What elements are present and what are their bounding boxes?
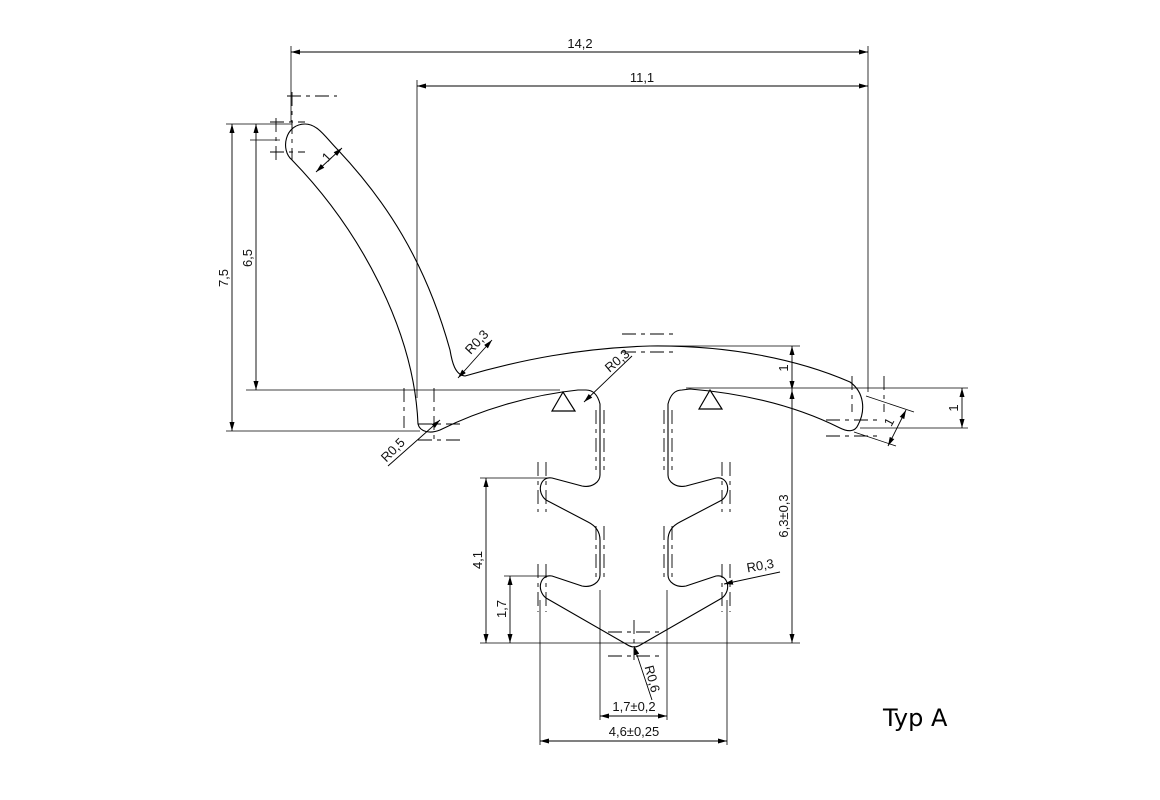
dim-radius-barb: R0,3 [745, 556, 775, 576]
dim-barb-width: 4,6±0,25 [609, 724, 660, 739]
dim-height-lip: 6,5 [240, 249, 255, 267]
dim-width-total: 14,2 [567, 36, 592, 51]
dim-right-height: 1 [776, 364, 791, 371]
triangle-mark-left [550, 390, 577, 412]
triangle-mark-right [697, 388, 724, 410]
dim-radius-left-tip: R0,5 [378, 435, 408, 465]
left-lip-outline [285, 123, 864, 648]
center-lines [270, 92, 885, 660]
dim-stem-width: 1,7±0,2 [612, 699, 655, 714]
dim-right-wing-thickness: 1 [881, 415, 898, 428]
dim-height-total: 7,5 [216, 269, 231, 287]
dim-width-upper: 11,1 [630, 70, 654, 85]
dim-radius-top-inner: R0,3 [462, 327, 492, 357]
dim-radius-bottom: R0,6 [642, 664, 664, 694]
seal-profile [285, 123, 864, 648]
dim-barb-span: 4,1 [470, 551, 485, 569]
drawing-title: Typ A [882, 704, 948, 732]
dimension-labels: 14,2 11,1 7,5 6,5 1 R0,3 R0,3 R0,5 1 1 1… [216, 36, 961, 739]
dim-right-wing-height: 1 [946, 404, 961, 411]
dim-barb-low: 1,7 [494, 600, 509, 618]
dim-stem-height: 6,3±0,3 [776, 494, 791, 537]
dimension-lines [229, 49, 965, 744]
extension-lines [226, 46, 968, 745]
